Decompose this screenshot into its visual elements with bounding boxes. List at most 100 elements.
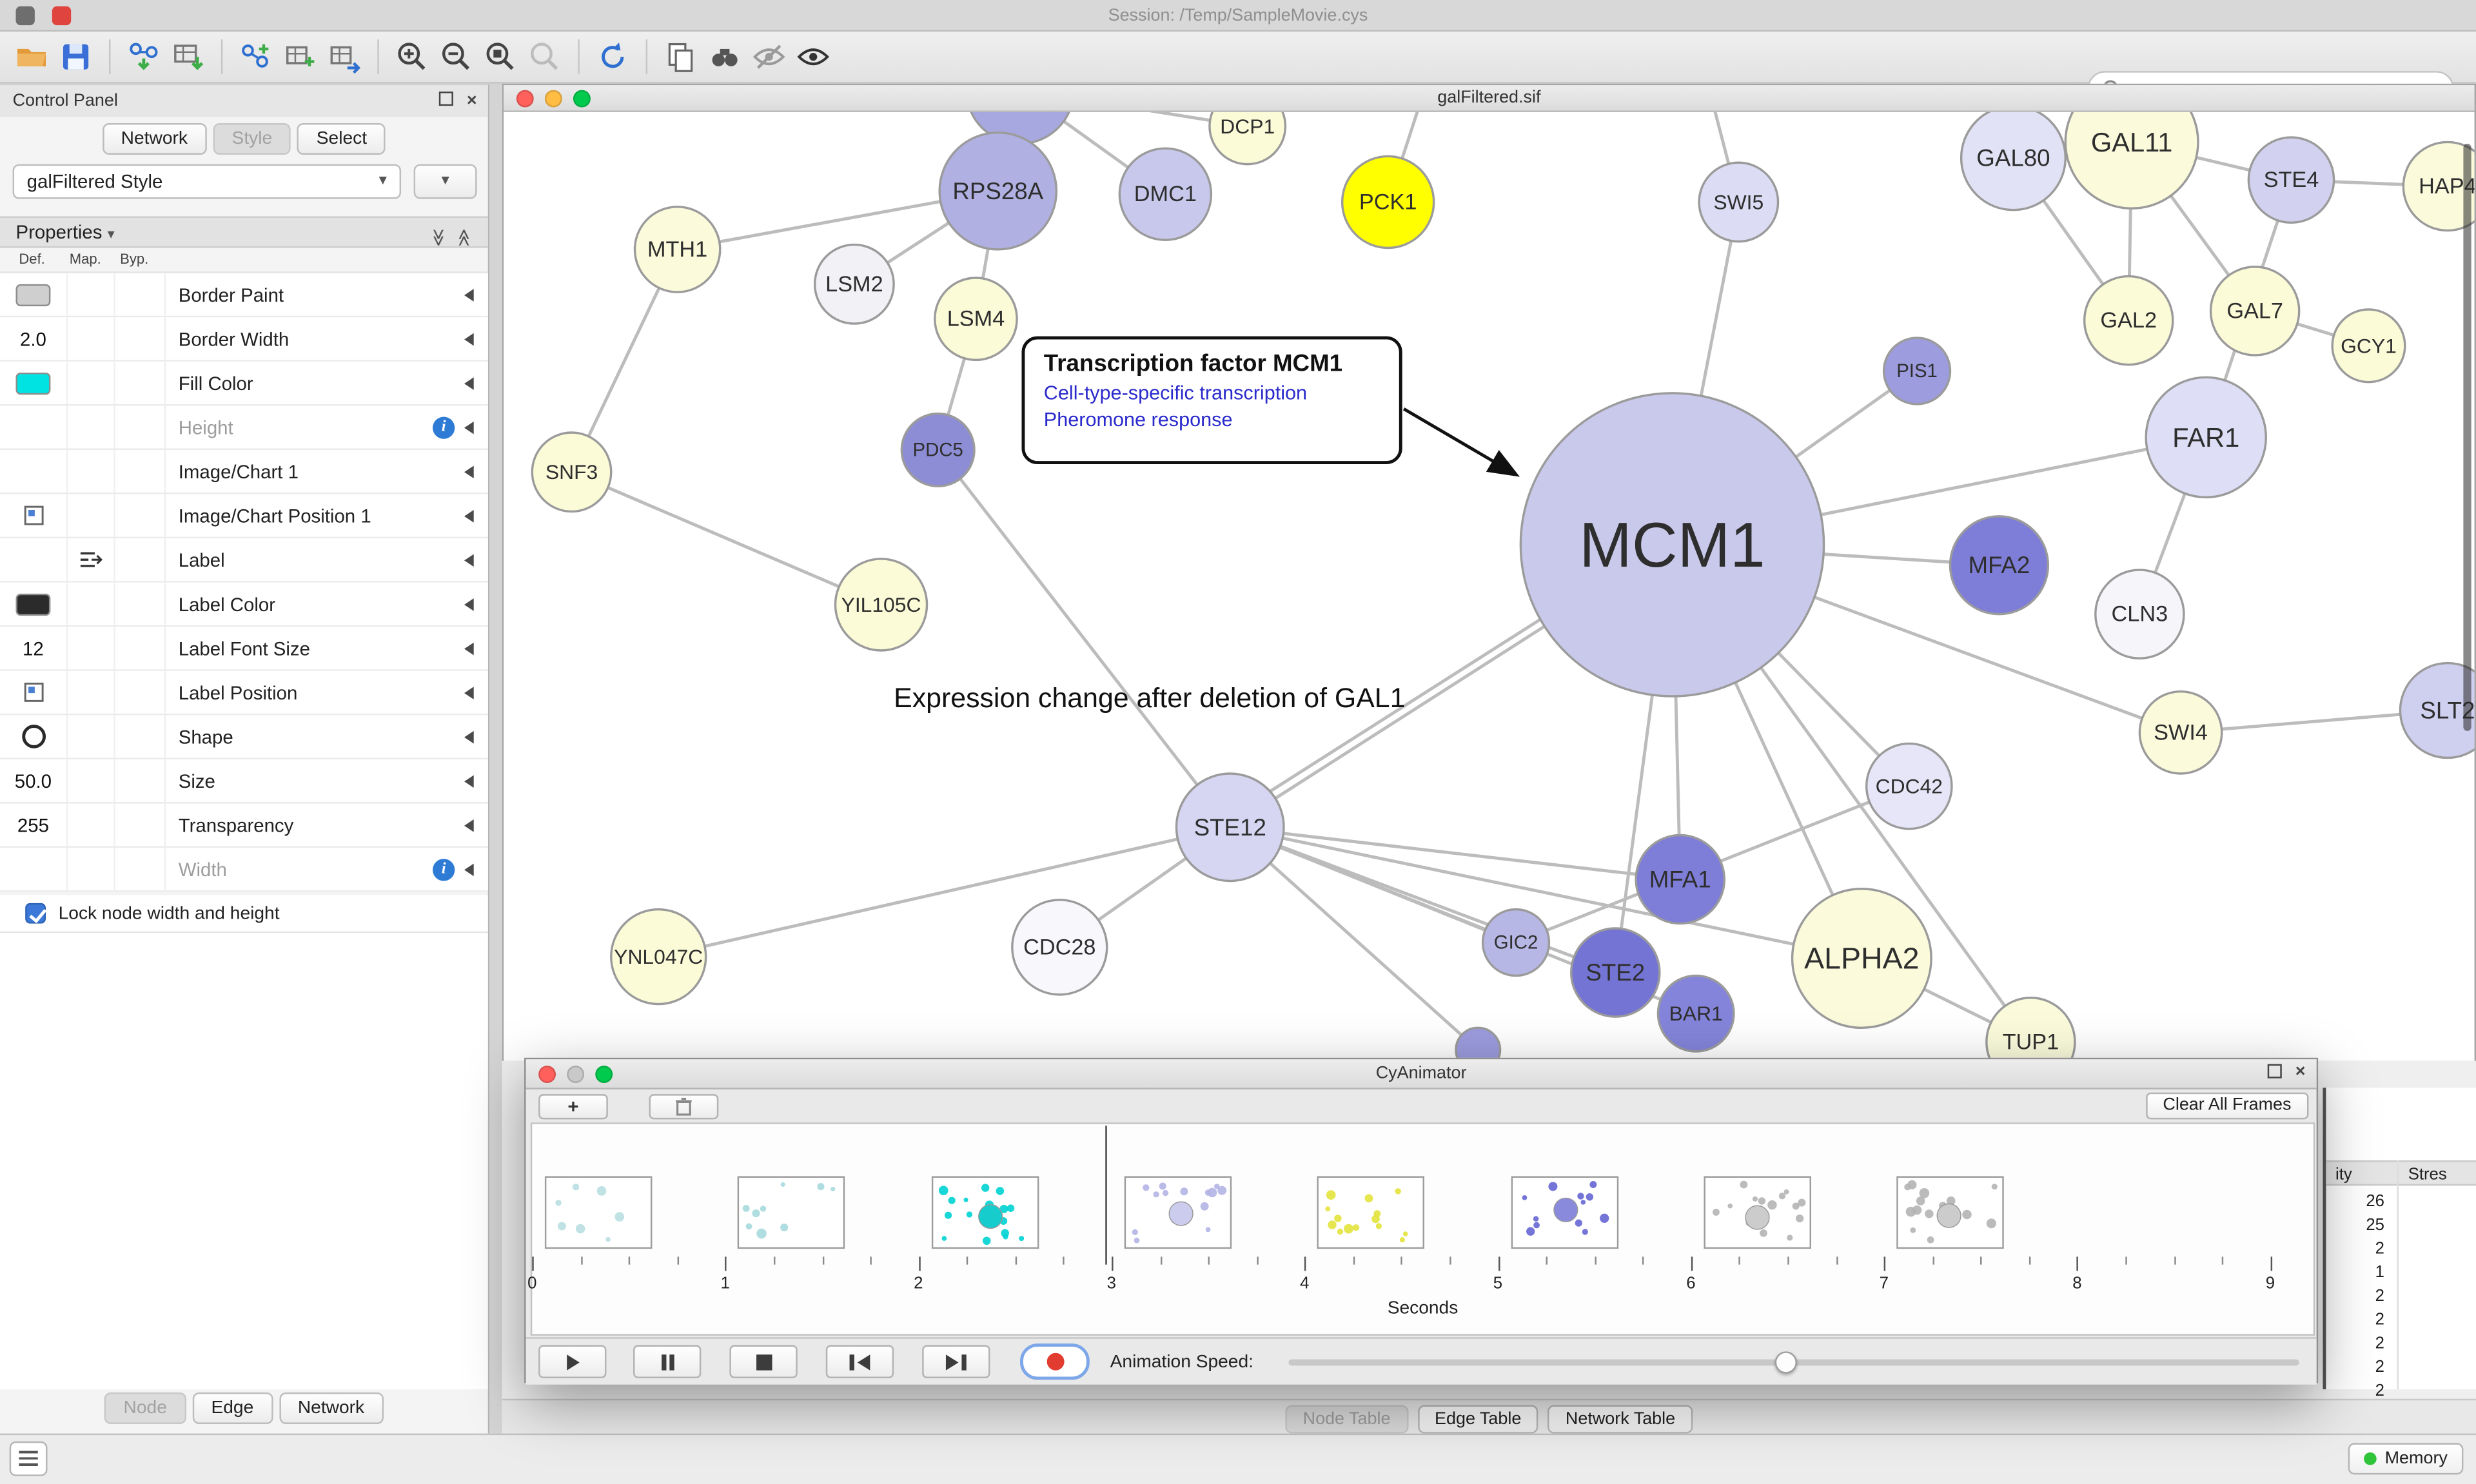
property-row-border-paint[interactable]: Border Paint [0,273,488,318]
save-session-icon[interactable] [54,35,98,79]
network-node-GCY1[interactable] [2331,308,2406,384]
property-row-image-chart-position-1[interactable]: Image/Chart Position 1 [0,494,488,539]
export-table-icon[interactable] [322,35,367,79]
style-options-button[interactable]: ▾ [413,164,477,199]
expand-row-arrow-icon[interactable] [464,420,474,434]
frame-thumbnail-6[interactable] [1703,1176,1811,1249]
default-value[interactable]: 12 [23,637,44,659]
first-neighbors-icon[interactable] [703,35,747,79]
add-frame-button[interactable]: + [538,1093,608,1119]
network-node-STE12[interactable] [1175,772,1285,883]
network-node-SLT2[interactable] [2399,661,2475,759]
expand-row-arrow-icon[interactable] [464,376,474,389]
annotation-link-2[interactable]: Pheromone response [1043,409,1233,431]
network-node-GAL7[interactable] [2209,266,2301,356]
minimize-window-icon[interactable] [567,1066,585,1084]
network-node-MTH1[interactable] [633,206,722,293]
property-row-label-position[interactable]: Label Position [0,670,488,716]
maximize-window-icon[interactable] [573,90,591,108]
ellipse-shape-icon[interactable] [21,725,45,748]
property-row-image-chart-1[interactable]: Image/Chart 1 [0,449,488,494]
network-node-YIL105C[interactable] [834,558,928,652]
network-node-MFA1[interactable] [1635,834,1726,925]
skip-to-start-button[interactable] [825,1345,894,1378]
pause-button[interactable] [633,1345,702,1378]
default-value[interactable]: 2.0 [19,327,46,350]
zoom-fit-icon[interactable] [478,35,523,79]
network-node-GAL80[interactable] [1960,112,2067,211]
expand-row-arrow-icon[interactable] [464,863,474,875]
close-window-icon[interactable] [516,90,534,108]
network-node-FAR1[interactable] [2145,376,2268,499]
panel-tab-edge[interactable]: Edge [192,1392,273,1424]
frame-thumbnail-3[interactable] [1124,1176,1232,1249]
tab-network[interactable]: Network [102,123,207,155]
network-node-ALPHA2[interactable] [1791,888,1932,1030]
network-node-DCP1[interactable] [1208,112,1287,166]
panel-tab-node[interactable]: Node [104,1392,186,1424]
recording-indicator-icon[interactable] [52,6,72,26]
network-edge[interactable] [1244,584,1595,808]
network-node-LSM4[interactable] [934,277,1018,362]
expand-row-arrow-icon[interactable] [464,686,474,699]
network-edge[interactable] [1230,825,1862,960]
expand-row-arrow-icon[interactable] [464,641,474,655]
network-node-GIC2[interactable] [1481,908,1551,977]
play-button[interactable] [538,1345,607,1378]
expand-row-arrow-icon[interactable] [464,509,474,522]
close-panel-icon[interactable]: × [2295,1062,2306,1082]
expand-row-arrow-icon[interactable] [464,818,474,832]
clear-all-frames-button[interactable]: Clear All Frames [2145,1092,2309,1120]
network-node-PCK1[interactable] [1341,155,1435,249]
network-node-BAR1[interactable] [1656,974,1735,1053]
slider-knob[interactable] [1774,1351,1797,1374]
hide-selected-icon[interactable] [747,35,791,79]
tab-style[interactable]: Style [213,123,291,155]
open-session-icon[interactable] [10,35,54,79]
frame-thumbnail-0[interactable] [544,1176,653,1249]
new-network-icon[interactable] [233,35,278,79]
frame-thumbnail-4[interactable] [1317,1176,1425,1249]
network-node-RPS28A[interactable] [938,132,1058,251]
default-value[interactable]: 50.0 [14,769,52,792]
default-swatch[interactable] [15,592,51,615]
duplicate-icon[interactable] [658,35,703,79]
tab-edge-table[interactable]: Edge Table [1417,1405,1539,1434]
network-edge[interactable] [571,470,882,607]
network-window-titlebar[interactable]: galFiltered.sif [504,85,2475,112]
record-button[interactable] [1020,1343,1090,1380]
cyanimator-titlebar[interactable]: CyAnimator × [526,1059,2317,1089]
zoom-selected-icon[interactable] [523,35,567,79]
expand-row-arrow-icon[interactable] [464,288,474,301]
lock-size-checkbox[interactable] [25,903,46,924]
network-node-CLN3[interactable] [2094,569,2185,659]
expand-all-icon[interactable]: ≪ [454,228,474,247]
panel-tab-network[interactable]: Network [279,1392,384,1424]
network-node-MFA2[interactable] [1949,515,2050,616]
import-table-icon[interactable] [166,35,210,79]
zoom-in-icon[interactable] [390,35,435,79]
results-table-header[interactable]: ity Stres [2326,1160,2476,1186]
network-node-PDC5[interactable] [900,412,976,488]
memory-button[interactable]: Memory [2348,1443,2464,1475]
network-node-CDC28[interactable] [1011,899,1108,996]
network-edge[interactable] [936,449,1232,828]
default-swatch[interactable] [15,371,51,395]
minimize-window-icon[interactable] [544,90,562,108]
tab-select[interactable]: Select [297,123,386,155]
default-swatch[interactable] [15,283,51,306]
animation-speed-slider[interactable] [1288,1351,2299,1374]
network-node-NODE_S[interactable] [1455,1026,1502,1061]
style-select[interactable]: galFiltered Style▾ [12,164,402,199]
network-node-TUP1[interactable] [1985,997,2076,1061]
expand-row-arrow-icon[interactable] [464,730,474,743]
app-menu-icon[interactable] [15,6,35,26]
expand-row-arrow-icon[interactable] [464,332,474,346]
annotation-box[interactable]: Transcription factor MCM1 Cell-type-spec… [1021,336,1402,465]
show-panels-button[interactable] [9,1441,48,1476]
network-node-GAL2[interactable] [2083,275,2174,366]
